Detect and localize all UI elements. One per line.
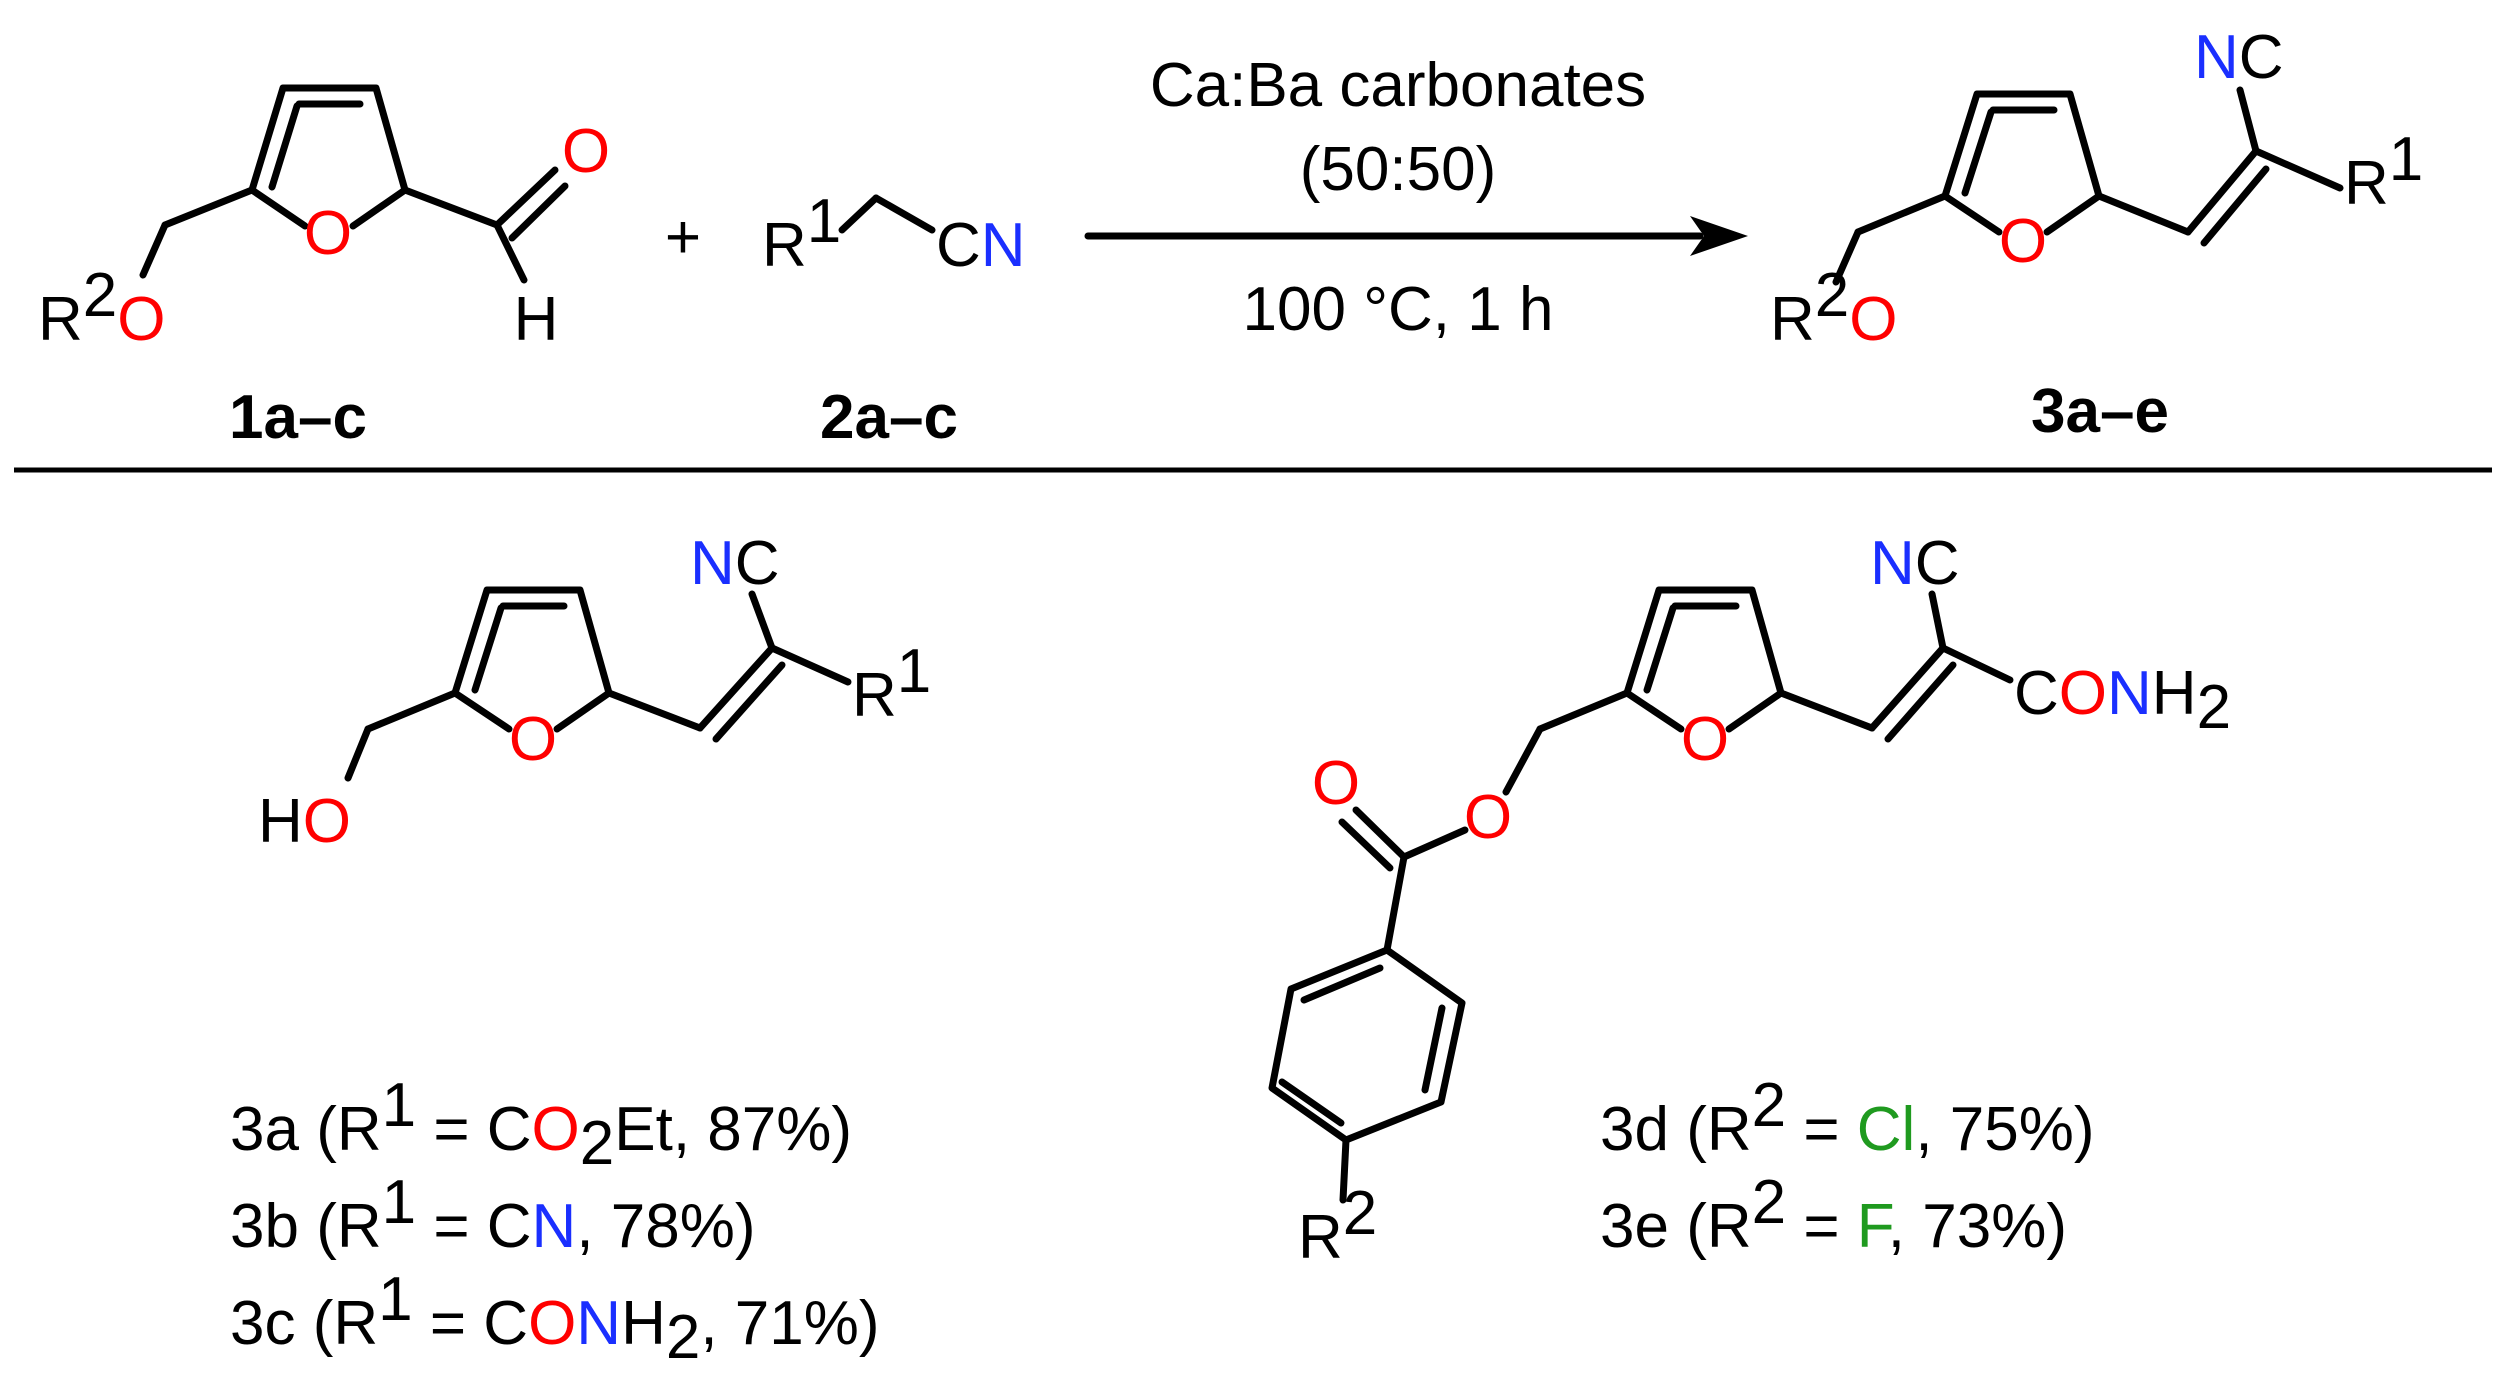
vinyl-bond [605, 689, 704, 732]
furan-double-bond-left [1643, 604, 1677, 694]
furan-ring-bonds [248, 84, 409, 194]
alkene-bond-2 [1884, 661, 1957, 743]
reaction-arrow [1084, 216, 1748, 256]
compound-1-ring-oxygen: O [304, 199, 352, 268]
compound-1-r2o-label: R2O [38, 261, 166, 354]
result-3a: 3a (R1 = CO2Et, 87%) [230, 1071, 852, 1178]
aldehyde-co-double-1 [493, 166, 559, 229]
o-carbonyl-bond [1400, 826, 1469, 861]
compound-3-structure [1832, 86, 2344, 286]
c-cn-bond [1928, 590, 1947, 652]
alkene-bond-1 [696, 644, 776, 732]
compound-2-structure [838, 194, 936, 234]
compound-3-r2o-label: R2O [1770, 261, 1898, 354]
compound-3de-conh2-label: CONH2 [2014, 659, 2231, 742]
vinyl-bond [1777, 689, 1876, 732]
ch2-o-bond [139, 221, 169, 279]
alkene-bond-1 [1868, 644, 1947, 732]
result-3b: 3b (R1 = CN, 78%) [230, 1168, 756, 1261]
ester-co-double-2 [1338, 818, 1394, 872]
benzene-double-3 [1300, 964, 1384, 1004]
c-r1-bond [2252, 147, 2344, 192]
reagent-text: Ca:Ba carbonates [1150, 51, 1646, 120]
compound-3-r1-label: R1 [2344, 125, 2423, 218]
r1-ch2-bond [838, 194, 880, 234]
aldehyde-bond [401, 186, 501, 229]
furan-double-bond-left [1961, 108, 1995, 197]
compound-3de-nc-label: NC [1870, 529, 1960, 598]
aryl-r2-bond [1339, 1136, 1350, 1204]
furan-c-o-right [2043, 192, 2103, 236]
benzene-double-2 [1278, 1078, 1345, 1127]
c-conh2-bond [1939, 644, 2014, 684]
ch2-bond [1854, 192, 1949, 236]
alkene-bond-2 [2200, 165, 2270, 247]
c-cn-bond [2236, 86, 2260, 155]
compound-3de-carbonyl-oxygen: O [1312, 749, 1360, 818]
furan-c-o-left [248, 186, 309, 230]
plus-sign: + [665, 203, 701, 272]
alkene-bond-1 [2184, 147, 2260, 236]
ch2-o-bond [1502, 725, 1544, 796]
ch2-o-bond [1832, 228, 1862, 286]
arrow-head [1690, 216, 1748, 256]
ch2-bond [364, 689, 459, 733]
result-3e: 3e (R2 = F, 73%) [1600, 1168, 2067, 1261]
furan-ring-bonds [1623, 586, 1785, 697]
c-r1-bond [768, 644, 852, 686]
furan-c-o-left [1623, 689, 1685, 733]
furan-double-bond-left [471, 604, 505, 694]
compound-3abc-r1-label: R1 [852, 637, 931, 730]
furan-c-o-right [553, 689, 613, 733]
compound-3de-r2-label: R2 [1298, 1179, 1377, 1272]
furan-ring-bonds [451, 586, 613, 697]
furan-c-o-right [1725, 689, 1785, 733]
result-3c: 3c (R1 = CONH2, 71%) [230, 1265, 880, 1372]
ch2-o-bond [344, 725, 372, 782]
ester-co-double-1 [1352, 806, 1408, 861]
ch2-bond [1536, 689, 1631, 733]
ch2-bond [161, 186, 256, 229]
compound-3-nc-label: NC [2194, 23, 2284, 92]
compound-3abc-ring-oxygen: O [509, 705, 557, 774]
conditions-text: 100 °C, 1 h [1243, 275, 1554, 344]
carbonyl-aryl-bond [1383, 853, 1408, 954]
compound-3abc-nc-label: NC [690, 529, 780, 598]
compound-1-carbonyl-oxygen: O [562, 117, 610, 186]
compound-2-label: 2a–c [820, 383, 958, 452]
compound-3de-structure [1268, 586, 2014, 1204]
alkene-bond-2 [712, 661, 786, 743]
ch2-cn-bond [872, 194, 936, 234]
furan-double-bond-left [268, 102, 301, 191]
furan-c-o-left [451, 689, 513, 733]
vinyl-bond [2095, 192, 2192, 236]
furan-c-o-left [1941, 192, 2003, 236]
compound-2-r1-label: R1 [762, 187, 841, 280]
reagent-ratio-text: (50:50) [1300, 135, 1496, 204]
compound-3abc-structure [344, 586, 852, 782]
furan-ring-bonds [1941, 90, 2103, 200]
aldehyde-co-double-2 [508, 182, 569, 242]
compound-3abc-ho-label: HO [258, 787, 351, 856]
c-cn-bond [748, 590, 776, 652]
compound-1-label: 1a–c [229, 383, 367, 452]
furan-c-o-right [349, 186, 409, 230]
compound-1-structure [139, 84, 569, 284]
compound-2-cn-label: CN [936, 211, 1026, 280]
compound-3de-ring-oxygen: O [1681, 705, 1729, 774]
compound-3-ring-oxygen: O [1999, 207, 2047, 276]
compound-3-label: 3a–e [2031, 377, 2169, 446]
aldehyde-ch-bond [493, 221, 528, 284]
result-3d: 3d (R2 = Cl, 75%) [1600, 1071, 2095, 1164]
benzene-double-1 [1421, 1004, 1446, 1094]
compound-3de-ester-oxygen: O [1464, 783, 1512, 852]
compound-1-aldehyde-hydrogen: H [514, 285, 559, 354]
